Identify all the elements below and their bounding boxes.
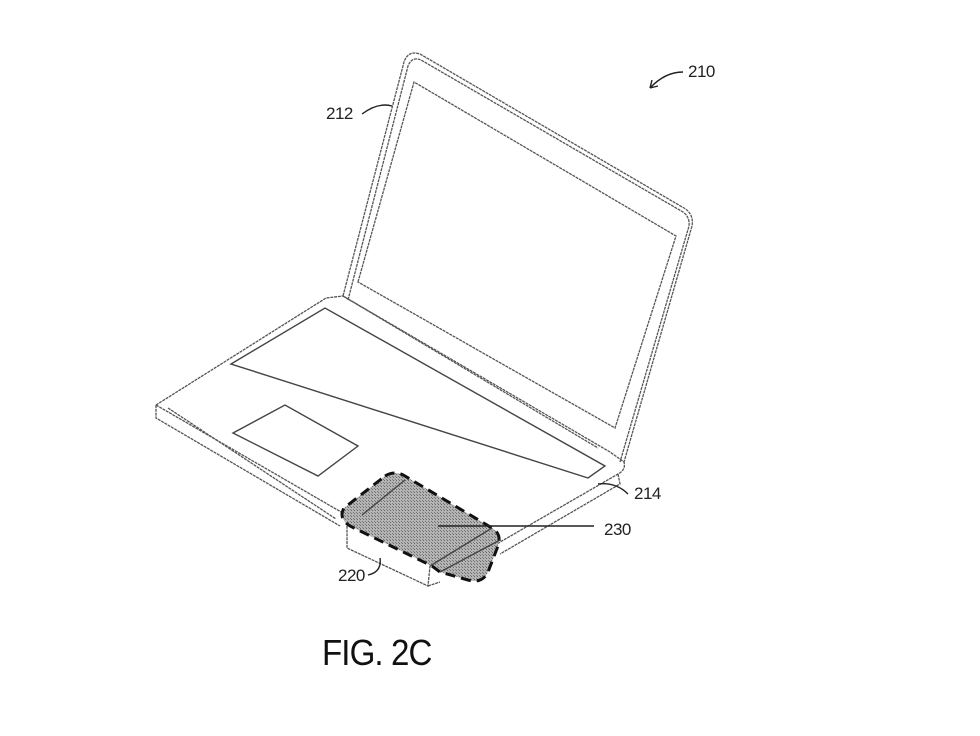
laptop-base [155, 295, 626, 555]
accessory-device [346, 522, 441, 587]
ref-220: 220 [338, 566, 365, 585]
leader-214 [597, 483, 629, 495]
ref-212: 212 [326, 104, 353, 123]
ref-210: 210 [688, 62, 715, 81]
ref-214: 214 [634, 484, 661, 503]
ref-230: 230 [604, 520, 631, 539]
highlighted-region-230 [340, 471, 501, 583]
leader-220 [367, 557, 381, 576]
leader-210 [649, 71, 684, 89]
figure-caption: FIG. 2C [322, 632, 432, 673]
display-lid [342, 52, 693, 463]
leader-212 [361, 104, 393, 115]
